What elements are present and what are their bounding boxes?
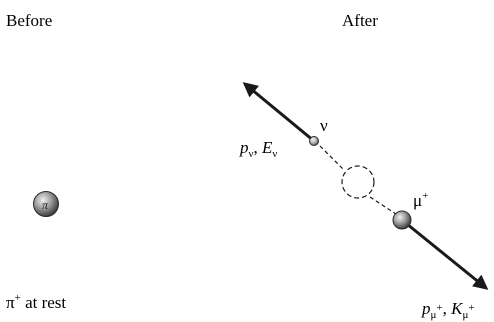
neutrino-symbol: ν	[320, 116, 328, 135]
pion-caption-symbol: π	[6, 293, 15, 312]
muon-symbol-label: μ+	[413, 190, 428, 210]
muon-particle	[392, 210, 412, 230]
muon-p-subscript: μ	[431, 309, 437, 321]
decay-path-upper	[319, 145, 345, 171]
neutrino-p-symbol: p	[239, 138, 249, 157]
neutrino-particle	[309, 136, 319, 146]
muon-p-symbol: p	[421, 299, 431, 318]
muon-K-symbol: K	[450, 299, 464, 318]
pion-caption-text: at rest	[21, 293, 67, 312]
muon-momentum-arrow	[401, 218, 489, 290]
pion-at-rest-caption: π+ at rest	[6, 292, 66, 312]
neutrino-p-subscript: ν	[249, 148, 254, 160]
neutrino-label-separator: ,	[253, 138, 262, 157]
neutrino-E-symbol: E	[261, 138, 273, 157]
neutrino-momentum-label: pν, Eν	[239, 138, 277, 160]
neutrino-E-subscript: ν	[272, 148, 277, 160]
muon-K-subscript: μ	[462, 309, 468, 321]
muon-label-separator: ,	[443, 299, 452, 318]
decay-path-lower	[369, 196, 397, 215]
pion-caption-charge: +	[15, 292, 21, 304]
before-heading: Before	[6, 11, 52, 30]
pion-symbol: π	[42, 198, 49, 212]
muon-symbol: μ	[413, 191, 422, 210]
neutrino-momentum-arrow	[242, 82, 315, 143]
after-heading: After	[342, 11, 378, 30]
pion-particle: π	[33, 191, 59, 217]
muon-momentum-label: pμ+, Kμ+	[421, 299, 475, 321]
muon-charge: +	[422, 190, 428, 202]
decay-point-circle	[341, 165, 375, 199]
muon-K-subscript-charge: +	[468, 302, 474, 314]
muon-p-subscript-charge: +	[436, 302, 442, 314]
